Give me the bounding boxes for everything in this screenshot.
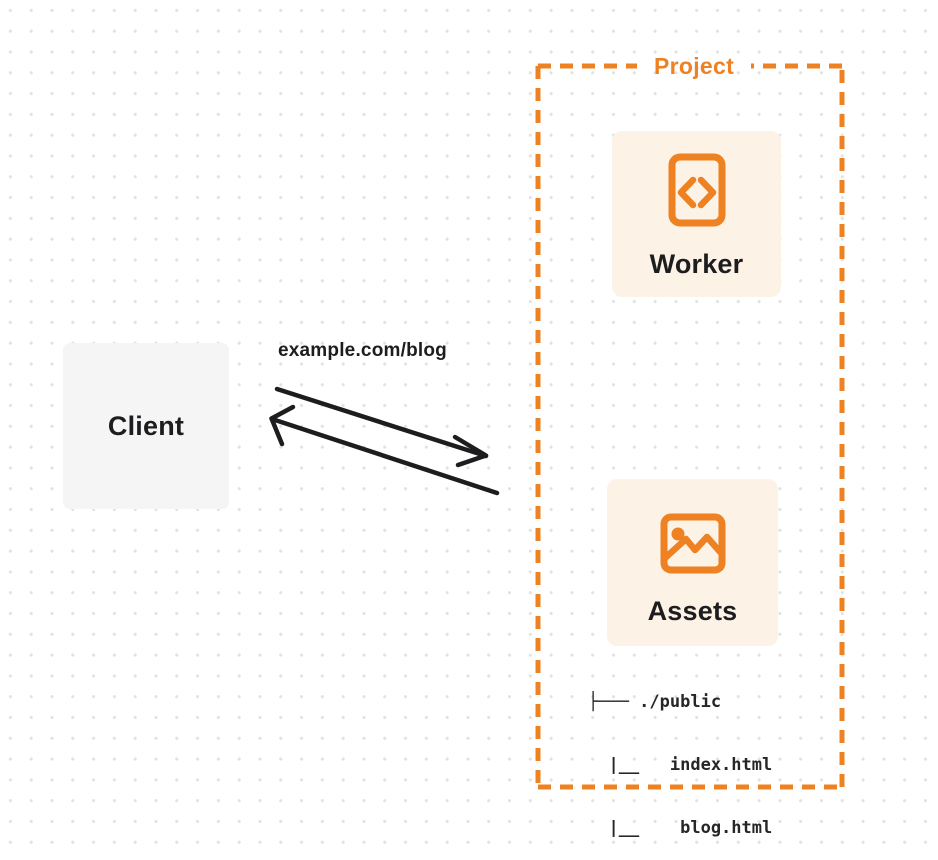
file-tree-line-public: ├─── ./public <box>588 692 722 712</box>
code-document-icon <box>668 153 725 226</box>
assets-file-tree: ├─── ./public |__ index.html |__ blog.ht… <box>588 650 772 860</box>
client-label: Client <box>107 410 185 441</box>
image-landscape-icon <box>660 513 725 573</box>
worker-node: Worker <box>612 131 781 297</box>
file-tree-line-blog: |__ blog.html <box>588 818 773 838</box>
assets-node: Assets <box>607 479 778 646</box>
worker-label: Worker <box>649 248 744 279</box>
assets-label: Assets <box>647 595 738 626</box>
client-node: Client <box>63 343 229 509</box>
request-url-label: example.com/blog <box>278 340 447 361</box>
file-tree-line-index: |__ index.html <box>588 755 773 775</box>
response-arrow <box>269 404 500 496</box>
request-arrow <box>274 386 489 468</box>
project-label: Project <box>653 52 735 79</box>
